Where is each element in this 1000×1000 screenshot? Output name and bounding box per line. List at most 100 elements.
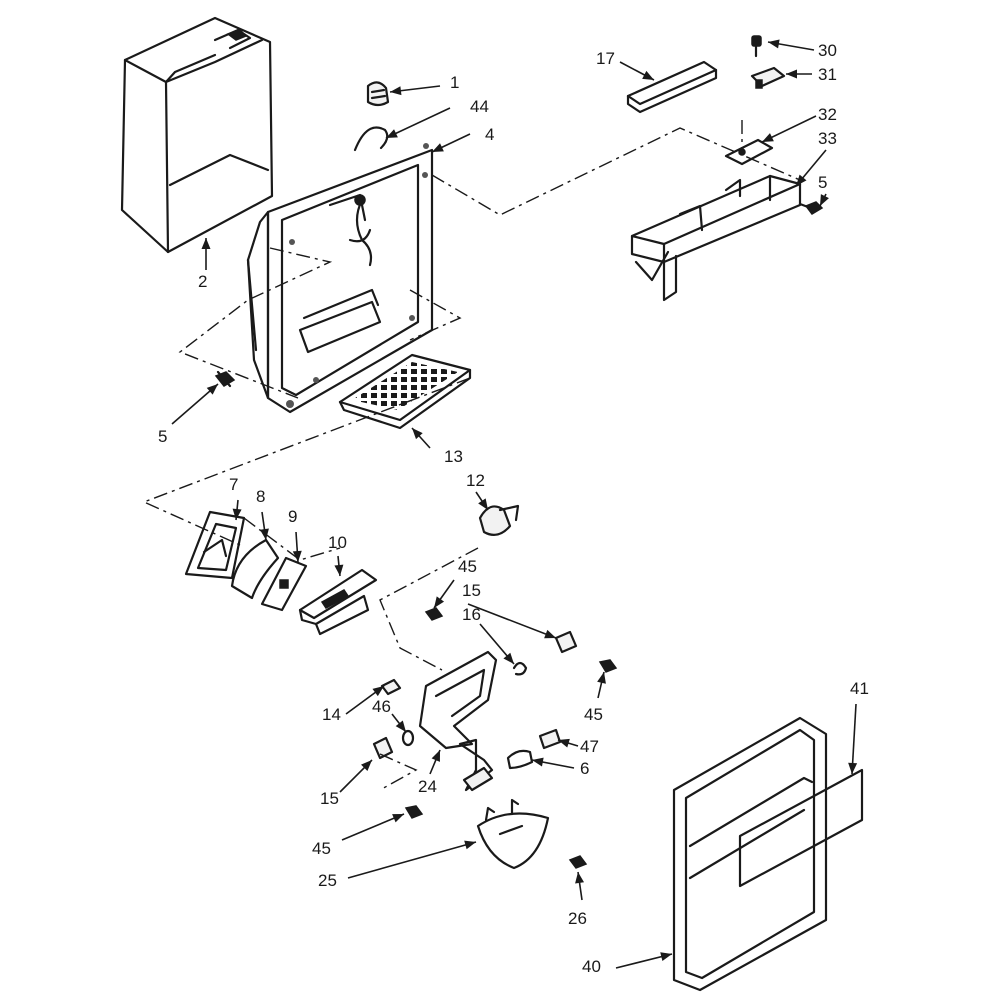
part-30-screw [751,35,762,58]
part-12-motor [478,504,520,537]
callout-arrowhead-16 [503,652,514,664]
callout-label-2: 2 [198,272,207,291]
callout-label-32: 32 [818,105,837,124]
part-15-bracket-right [554,630,578,654]
callout-arrowhead-13 [412,428,423,440]
callout-arrowhead-10 [334,564,344,576]
callout-label-40: 40 [582,957,601,976]
callout-label-13: 13 [444,447,463,466]
part-5-screw-left [214,370,236,388]
callout-arrowhead-14 [372,686,384,697]
callout-arrowhead-24 [431,750,440,762]
part-5-screw-right [798,201,824,215]
part-14-pin [380,678,402,696]
callout-arrowhead-17 [642,70,654,80]
assembly-line-housing-right [409,289,462,341]
callout-arrowhead-33 [796,174,807,186]
part-7-bezel [184,510,246,580]
callout-arrowhead-5 [820,194,829,206]
callout-arrowhead-25 [464,840,476,850]
part-4-dispenser-housing [246,126,434,414]
callout-arrowhead-1 [390,86,402,96]
part-47-pad [538,728,562,750]
part-6-bumper [506,749,534,770]
part-26-screw [568,855,588,869]
assembly-line-housing-to-rail [431,127,801,216]
part-9-circuit-board [260,556,308,612]
callout-label-7: 7 [229,475,238,494]
part-16-spring [512,661,528,676]
part-31-switch [750,66,786,89]
callout-label-10: 10 [328,533,347,552]
callout-label-5: 5 [818,173,827,192]
part-8-lens [230,538,280,600]
callout-arrowhead-45 [392,814,404,823]
callout-arrowhead-32 [762,133,774,142]
assembly-line-housing-left [178,247,333,399]
callout-label-9: 9 [288,507,297,526]
callout-label-45: 45 [458,557,477,576]
callout-leader-45 [341,813,405,841]
callout-arrowhead-26 [575,872,585,884]
part-1-wire-nut [366,81,390,107]
part-45-screw-right [598,659,618,673]
callout-label-45: 45 [584,705,603,724]
callout-arrowhead-40 [660,952,672,962]
callout-label-17: 17 [596,49,615,68]
callout-label-4: 4 [485,125,494,144]
callout-leaders [171,39,858,969]
callout-arrowhead-15 [361,760,372,771]
callout-leader-15 [467,603,557,639]
part-15-bracket-left [372,736,394,760]
callout-arrowhead-2 [201,238,211,249]
callout-arrowhead-4 [432,143,444,152]
part-24-actuator-arm [418,650,498,792]
callout-arrowhead-46 [395,720,406,732]
callout-label-16: 16 [462,605,481,624]
callout-label-33: 33 [818,129,837,148]
callout-leader-41 [851,703,857,775]
part-40-door-panel [672,716,828,992]
callout-arrowhead-44 [386,129,398,138]
part-41-label [738,768,864,888]
callout-arrowhead-41 [848,762,858,774]
callout-arrowhead-15 [544,629,556,639]
callout-arrowhead-30 [768,39,780,49]
callout-leader-25 [347,841,477,879]
callout-label-5: 5 [158,427,167,446]
callout-label-44: 44 [470,97,489,116]
part-25-drip-tray [476,798,550,870]
callout-arrowhead-5 [206,384,218,395]
callout-arrowhead-9 [292,550,302,562]
callout-leader-44 [385,107,451,139]
part-45-screw-upper [424,607,444,621]
callout-arrowhead-6 [532,757,544,767]
assembly-line-to-actuator [379,547,479,671]
callout-label-25: 25 [318,871,337,890]
callout-label-45: 45 [312,839,331,858]
callout-label-30: 30 [818,41,837,60]
callout-label-41: 41 [850,679,869,698]
callout-label-6: 6 [580,759,589,778]
part-2-housing-cover [120,16,274,254]
assembly-line-bracket-left [379,753,418,791]
part-46-washer [401,729,415,747]
callout-label-46: 46 [372,697,391,716]
callout-arrowhead-12 [478,498,488,510]
callout-label-12: 12 [466,471,485,490]
callout-label-24: 24 [418,777,437,796]
assembly-line-grille-to-lower [142,377,471,546]
callout-label-15: 15 [462,581,481,600]
callout-label-1: 1 [450,73,459,92]
callout-arrowhead-7 [232,508,242,520]
callout-label-31: 31 [818,65,837,84]
part-13-grille [338,353,472,430]
callout-arrowhead-45 [434,596,445,608]
callout-label-14: 14 [322,705,341,724]
part-45-screw-lower [404,805,424,819]
callout-arrowhead-31 [786,69,797,79]
part-10-switch-bracket [298,568,378,636]
